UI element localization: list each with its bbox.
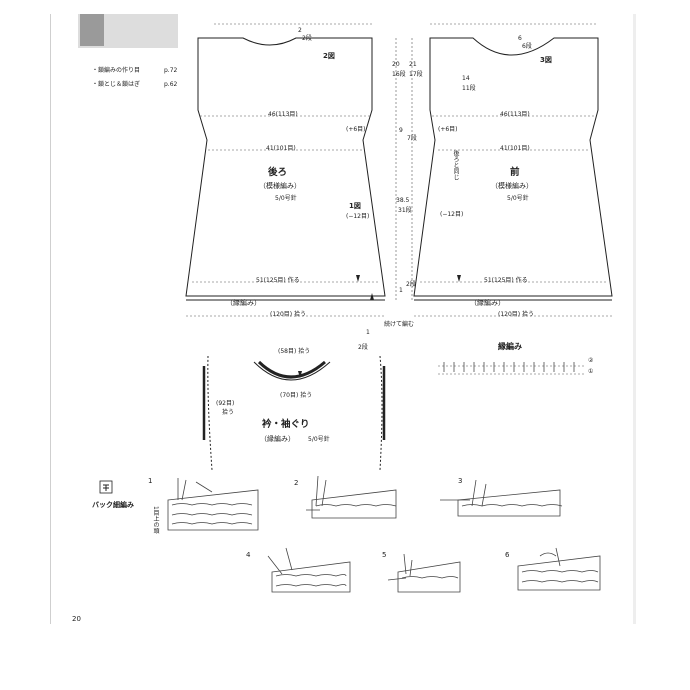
collar-left-arc <box>207 355 213 471</box>
front-arrow-up <box>457 275 461 282</box>
front-body-depth: 14 <box>462 75 470 82</box>
photo-fragment-dark <box>80 14 104 46</box>
measure-7-rows: 7段 <box>407 135 417 142</box>
front-decrease: (−12目) <box>440 211 464 218</box>
back-needle: 5/0号針 <box>275 195 297 202</box>
page-number: 20 <box>72 615 81 623</box>
collar-pattern: （縁編み） <box>260 435 295 443</box>
collar-side-pick-label: 拾う <box>222 409 235 416</box>
front-edge-width: (120目) 拾う <box>498 311 535 318</box>
step-6: 6 <box>505 551 510 559</box>
collar-rows-n: 1 <box>366 329 370 336</box>
stitch-symbol-box <box>99 480 113 494</box>
back-edge: （縁編み） <box>226 299 261 307</box>
binding-line <box>50 14 51 624</box>
step-1: 1 <box>148 477 153 485</box>
front-edge: （縁編み） <box>470 299 505 307</box>
neckline-outer <box>253 361 331 381</box>
front-figure-label: 3図 <box>540 56 552 64</box>
measure-17-rows: 17段 <box>409 71 423 78</box>
back-piece-outline <box>185 37 386 297</box>
measure-9: 9 <box>399 127 403 134</box>
front-title: 前 <box>510 167 520 178</box>
ref-chain-cast-on-page: p.72 <box>164 67 178 74</box>
measure-16-rows: 16段 <box>392 71 406 78</box>
page-edge <box>633 14 636 624</box>
collar-arrow <box>298 371 302 378</box>
collar-side-pick: (92目) <box>216 400 235 407</box>
step-5: 5 <box>382 551 387 559</box>
back-arrow-up <box>356 275 360 282</box>
measure-385: 38.5 <box>396 197 410 204</box>
ref-chain-cast-on: ・鎖編みの作り目 <box>92 67 141 74</box>
stitch-label: バック細編み <box>92 501 134 509</box>
front-neck-depth: 6 <box>518 35 522 42</box>
front-piece-outline <box>413 37 613 297</box>
ref-chain-join: ・鎖とじ＆鎖はぎ <box>92 81 141 88</box>
back-pattern: （模様編み） <box>259 182 301 190</box>
collar-needle: 5/0号針 <box>308 436 330 443</box>
collar-title: 衿・袖ぐり <box>262 419 310 430</box>
back-figure-label: 2図 <box>323 52 335 60</box>
front-pattern: （模様編み） <box>491 182 533 190</box>
ref-chain-join-page: p.62 <box>164 81 178 88</box>
step-2: 2 <box>294 479 299 487</box>
neckline-inner <box>257 360 326 379</box>
edge-chart-row2: ② <box>588 357 594 364</box>
measure-1: 1 <box>399 287 403 294</box>
front-increase: (+6目) <box>438 126 458 133</box>
continue-knitting: 続けて編む <box>384 321 415 328</box>
back-neck-measure: 2 <box>298 27 302 34</box>
front-width-mid: 41(101目) <box>500 145 530 152</box>
back-edge-width: (120目) 拾う <box>270 311 307 318</box>
step-note: 1目上の頭 <box>152 506 159 534</box>
edge-chart-stitches <box>443 362 575 372</box>
back-width-bottom: 51(125目) 作る <box>256 277 300 284</box>
back-crochet-steps <box>167 475 601 593</box>
back-decrease: (−12目) <box>346 213 370 220</box>
collar-right-arc <box>379 355 383 471</box>
measure-21: 21 <box>409 61 417 68</box>
back-title: 後ろ <box>268 167 288 178</box>
measure-31-rows: 31段 <box>398 207 412 214</box>
collar-bottom-pick: (70目) 拾う <box>280 392 313 399</box>
front-width-top: 46(113目) <box>500 111 530 118</box>
step-4: 4 <box>246 551 251 559</box>
front-body-rows: 11段 <box>462 85 476 92</box>
measure-2-rows: 2段 <box>406 281 416 288</box>
edge-chart-row1: ① <box>588 368 594 375</box>
collar-top-pick: (58目) 拾う <box>278 348 311 355</box>
back-neck-rows: 2段 <box>302 35 312 42</box>
back-arrow-down <box>370 293 374 300</box>
front-width-bottom: 51(125目) 作る <box>484 277 528 284</box>
edge-chart-title: 縁編み <box>498 342 522 351</box>
front-neck-rows: 6段 <box>522 43 532 50</box>
back-figure1-label: 1図 <box>349 202 361 210</box>
step-3: 3 <box>458 477 463 485</box>
back-increase: (+6目) <box>346 126 366 133</box>
front-needle: 5/0号針 <box>507 195 529 202</box>
collar-rows: 2段 <box>358 344 368 351</box>
back-width-mid: 41(101目) <box>266 145 296 152</box>
front-same-as-back: 後ろと同じ <box>452 150 459 180</box>
measure-20: 20 <box>392 61 400 68</box>
back-width-top: 46(113目) <box>268 111 298 118</box>
